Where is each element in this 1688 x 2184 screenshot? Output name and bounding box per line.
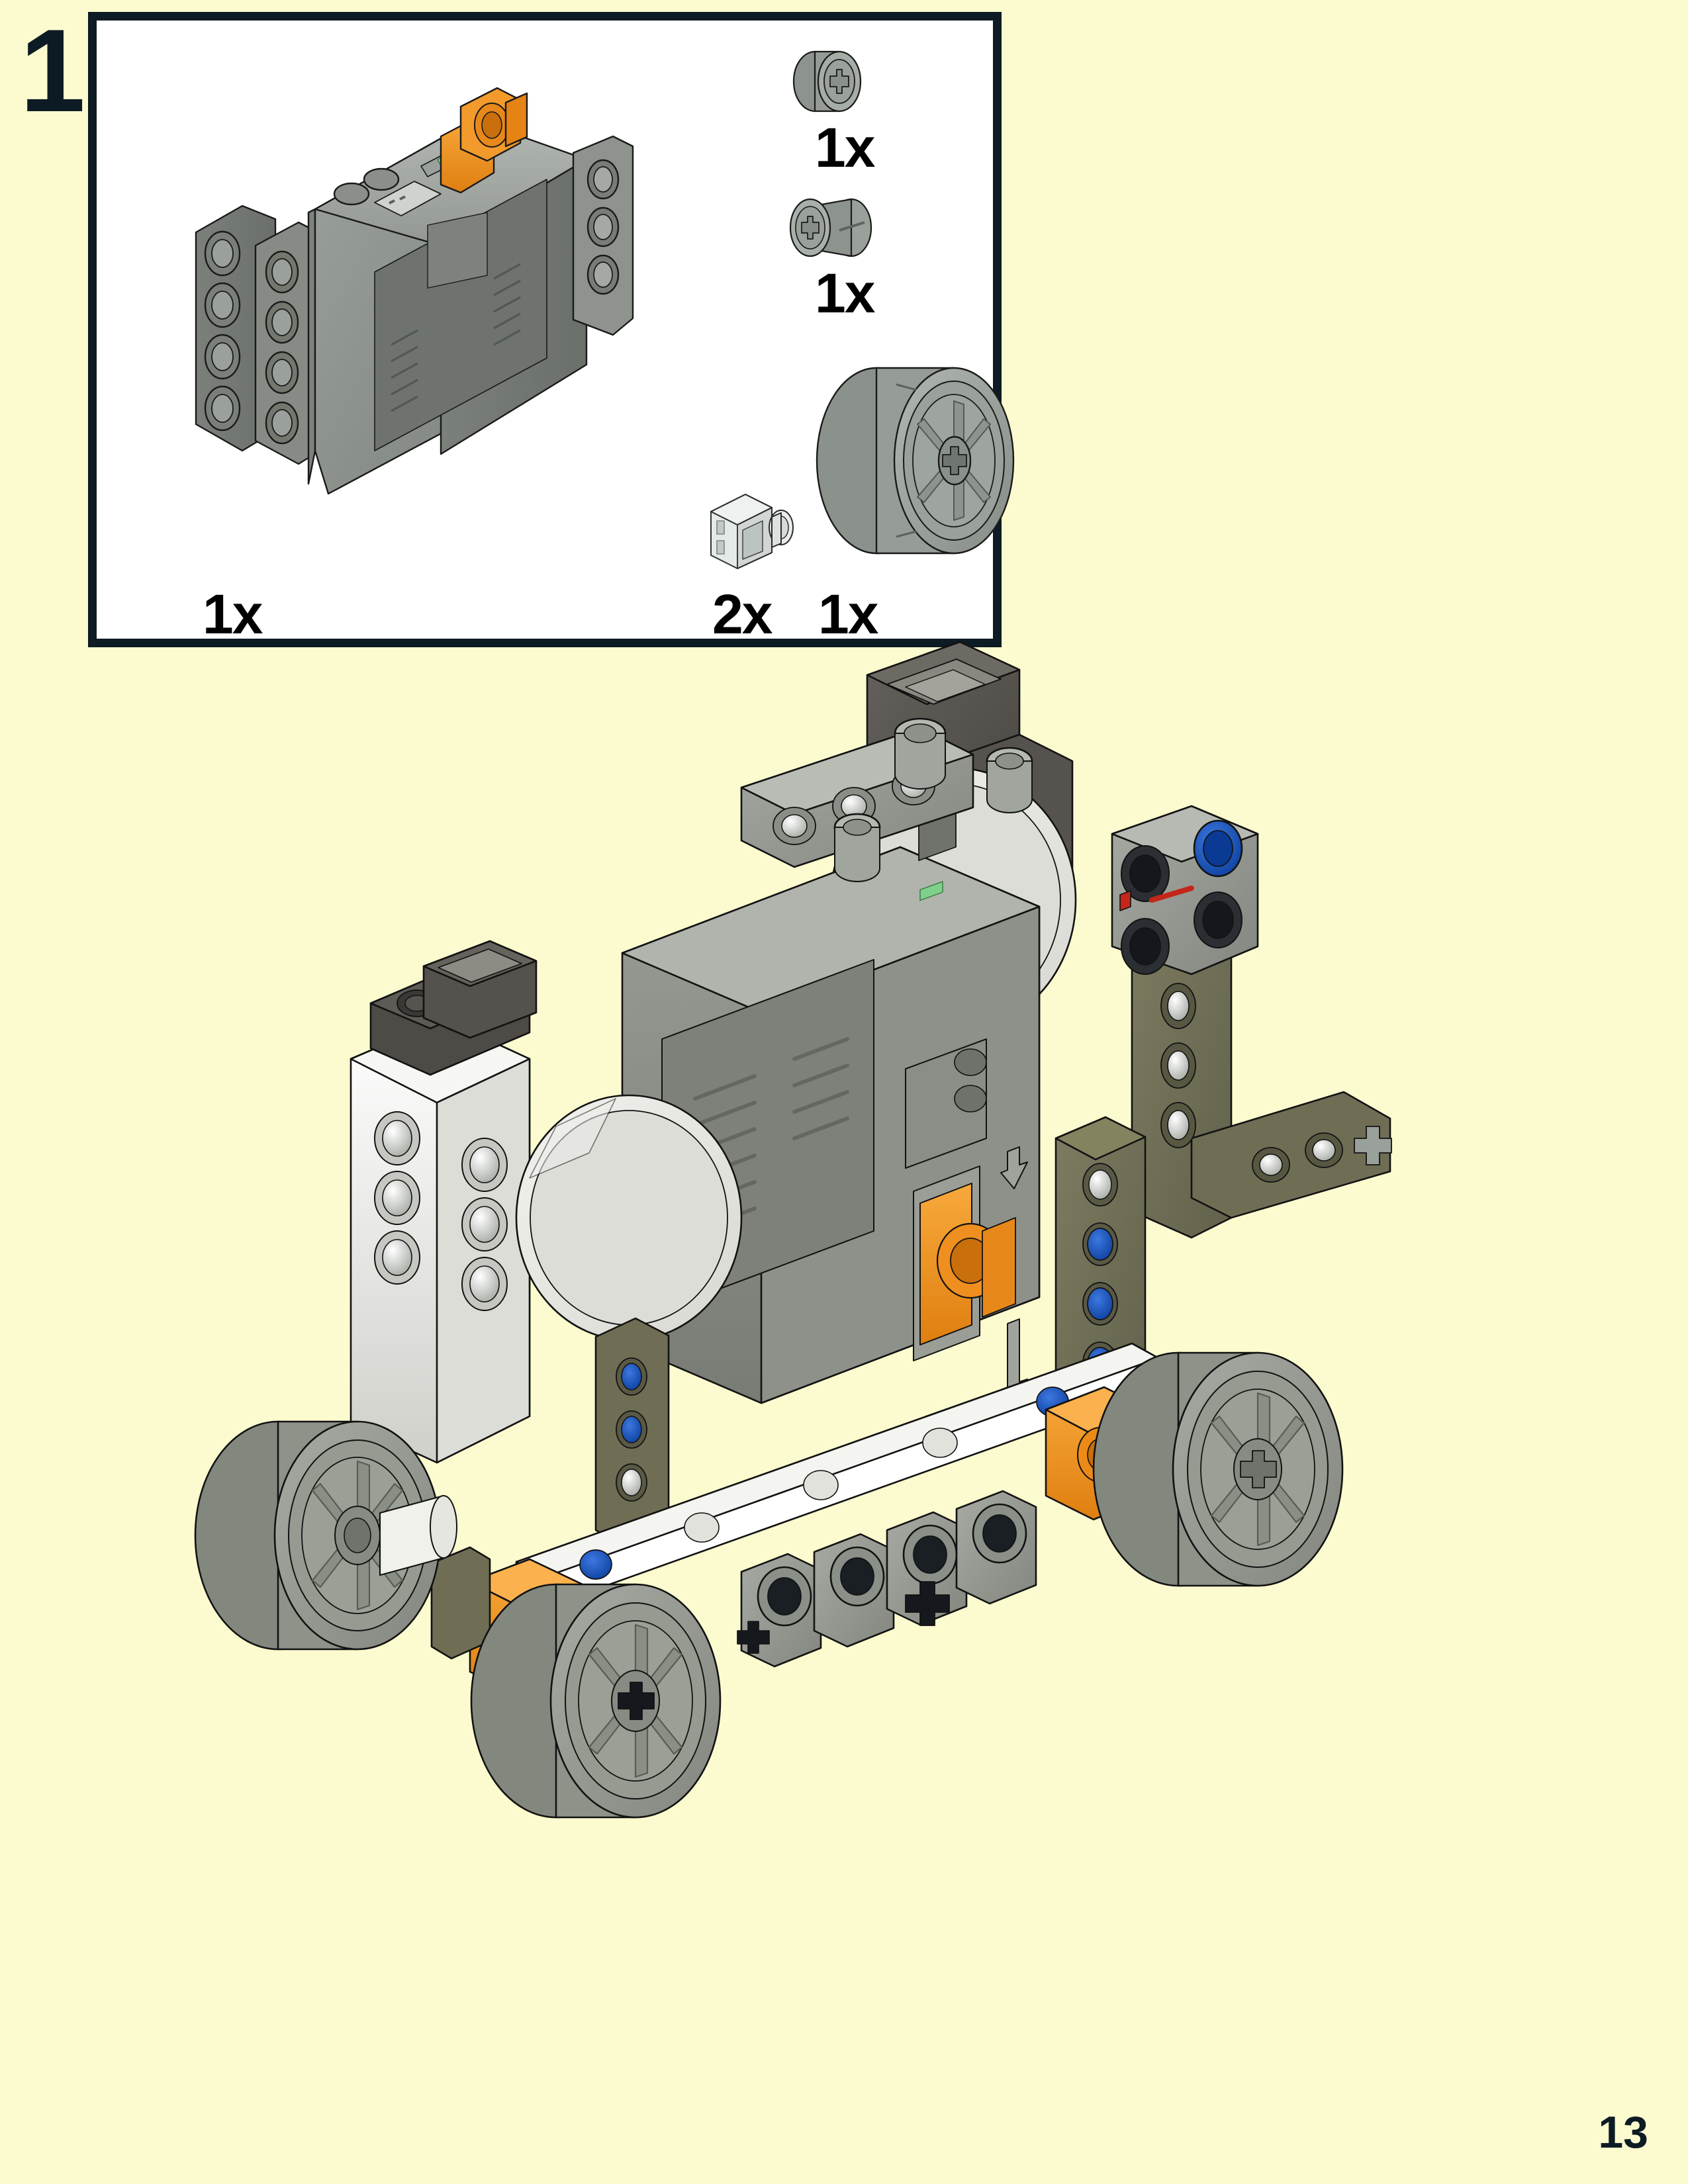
transparent-pin-brick-quantity: 2x bbox=[712, 583, 773, 645]
step-number: 1 bbox=[20, 5, 85, 136]
transparent-pin-brick-illustration bbox=[699, 484, 805, 576]
assembled-model-illustration bbox=[159, 635, 1529, 1893]
bushing-illustration bbox=[785, 40, 871, 123]
wheel-hub-illustration bbox=[798, 338, 1037, 583]
bushing-quantity: 1x bbox=[815, 116, 875, 179]
parts-callout-box: 1x 1x bbox=[88, 12, 1015, 647]
half-bushing-quantity: 1x bbox=[815, 262, 875, 324]
battery-box-quantity: 1x bbox=[203, 583, 263, 645]
wheel-hub-quantity: 1x bbox=[818, 583, 878, 645]
page-number: 13 bbox=[1598, 2107, 1648, 2158]
battery-box-illustration bbox=[176, 80, 679, 570]
half-bushing-illustration bbox=[778, 189, 878, 269]
